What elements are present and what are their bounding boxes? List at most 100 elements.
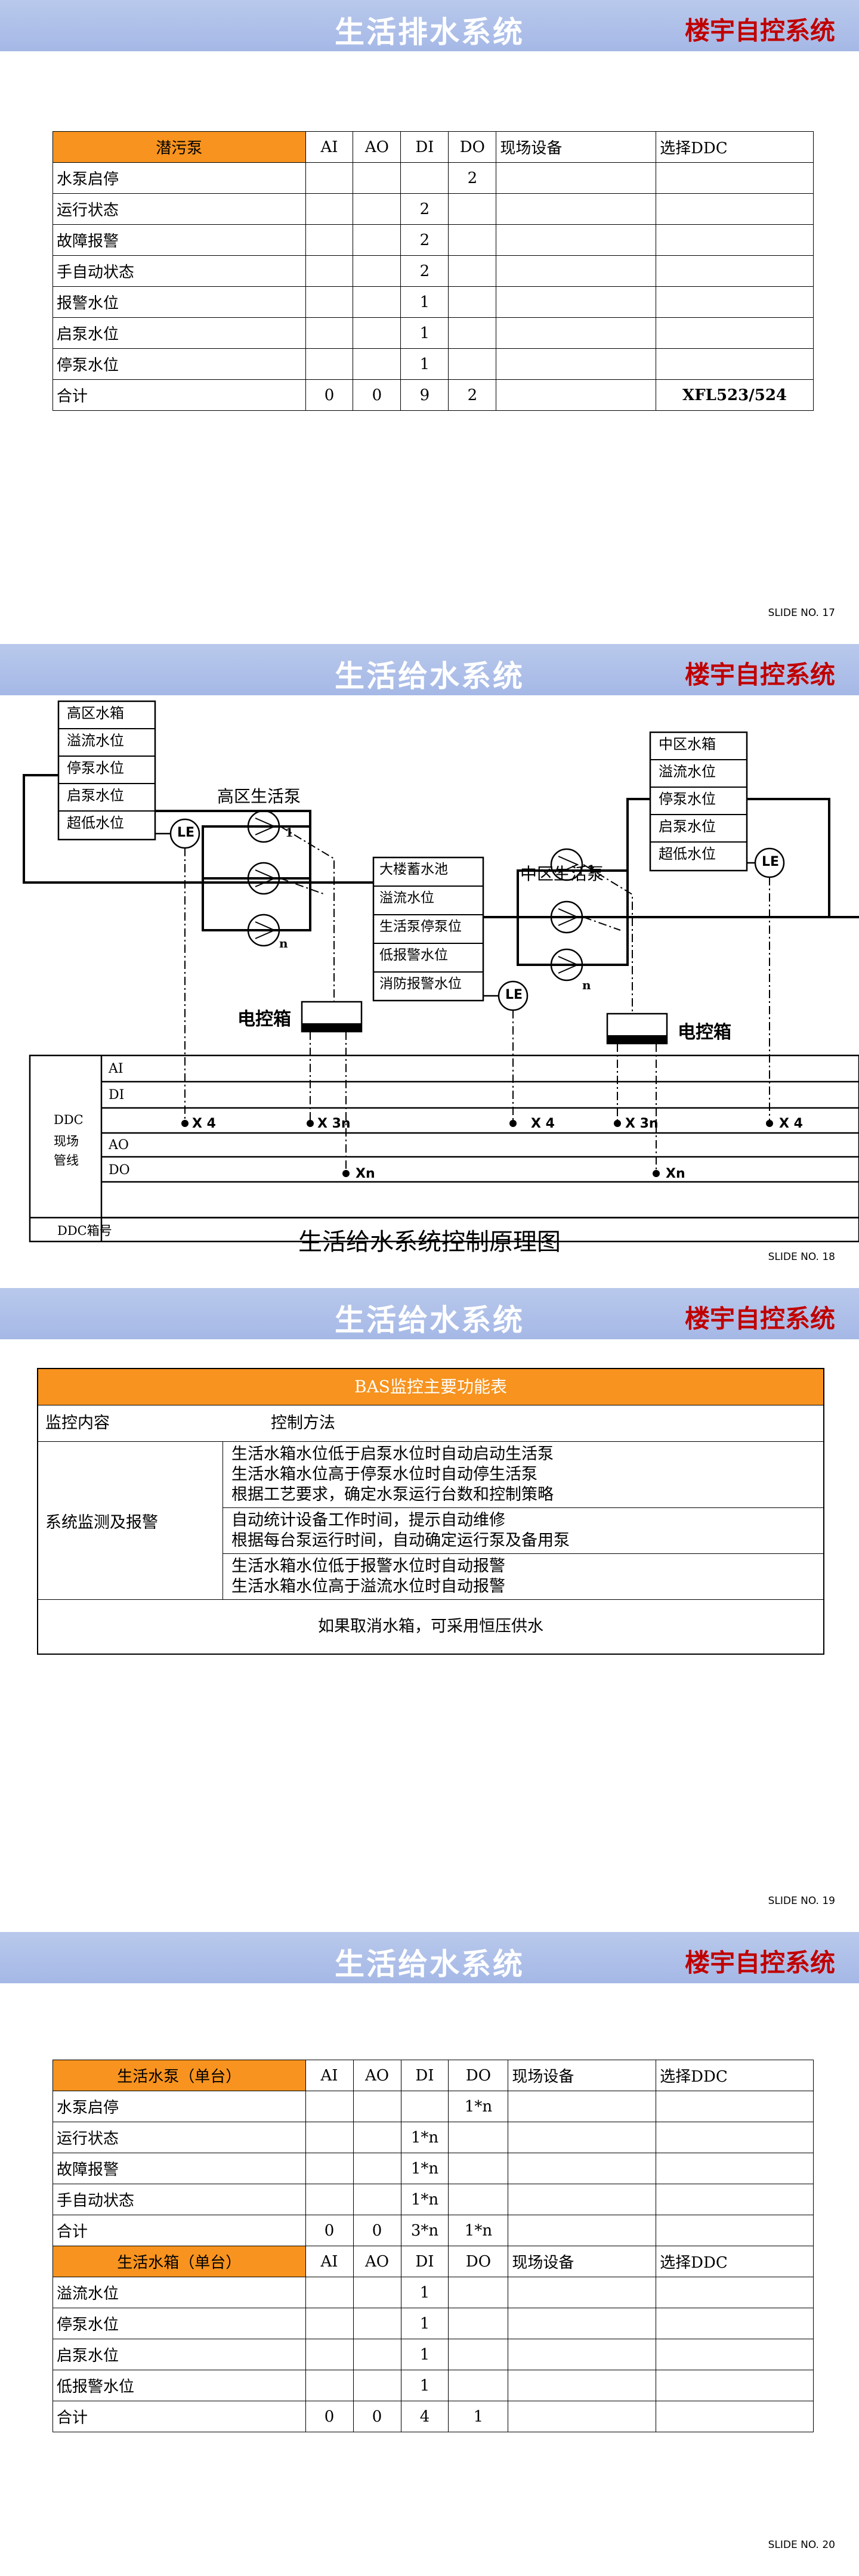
slide-number: SLIDE NO. 20 [768,2539,835,2551]
value-cell [656,286,814,318]
method-group: 自动统计设备工作时间，提示自动维修根据每台泵运行时间，自动确定运行泵及备用泵 [223,1507,823,1553]
col-control-method: 控制方法 [271,1414,335,1432]
le-sensor-label: LE [505,987,523,1002]
value-cell: 1 [400,348,449,380]
value-cell [448,348,497,380]
value-cell [353,255,401,287]
header-cell: DO [448,131,497,163]
brand-label: 楼宇自控系统 [684,16,835,45]
ddc-side-label: 现场 [54,1134,79,1148]
value-cell [353,2091,401,2122]
brand-label: 楼宇自控系统 [684,1948,835,1977]
row-label-cell: 故障报警 [52,224,306,256]
value-cell [353,162,401,194]
value-cell [448,224,497,256]
value-cell: 1 [400,286,449,318]
value-cell [305,317,354,349]
value-cell [656,2339,814,2370]
header-category-cell: 潜污泵 [52,131,306,163]
value-cell: 0 [353,2401,401,2432]
value-cell [305,286,354,318]
row-label-cell: 运行状态 [52,2122,306,2153]
row-label-cell: 运行状态 [52,193,306,225]
value-cell: 1*n [400,2184,449,2215]
table-title: BAS监控主要功能表 [38,1369,823,1405]
high-tank-level-label: 溢流水位 [67,732,124,749]
row-label-cell: 合计 [52,2401,306,2432]
value-cell [508,2277,657,2308]
mid-tank-level-label: 中区水箱 [659,736,716,753]
pool-level-label: 生活泵停泵位 [379,919,462,934]
bas-function-table: BAS监控主要功能表 监控内容 控制方法 系统监测及报警 生活水箱水位低于启泵水… [37,1368,824,1655]
method-line: 生活水箱水位高于停泵水位时自动停生活泵 [231,1465,537,1484]
value-cell [496,317,657,349]
slide-title: 生活给水系统 [335,1947,524,1981]
row-label-cell: 停泵水位 [52,2308,306,2339]
value-cell [496,286,657,318]
value-cell [656,2091,814,2122]
pool-level-label: 溢流水位 [379,890,434,906]
value-cell: 1*n [448,2215,509,2246]
value-cell: 1 [400,317,449,349]
ddc-row-label: AO [109,1138,129,1153]
header-cell: DO [448,2060,509,2091]
brand-label: 楼宇自控系统 [684,1304,835,1333]
mid-tank-level-label: 停泵水位 [659,791,716,807]
value-cell [448,317,497,349]
value-cell [448,2308,509,2339]
value-cell: 0 [305,379,354,411]
value-cell [508,2215,657,2246]
value-cell [305,2277,354,2308]
di-count-label: X 4 [192,1116,216,1131]
high-pump-label: 高区生活泵 [217,787,301,806]
method-line: 生活水箱水位低于启泵水位时自动启动生活泵 [231,1445,554,1463]
di-count-label: X 4 [531,1116,555,1131]
value-cell [305,2122,354,2153]
value-cell [353,2153,401,2184]
row-label-cell: 水泵启停 [52,2091,306,2122]
high-tank-level-label: 停泵水位 [67,760,124,776]
value-cell [508,2308,657,2339]
slide-header: 生活给水系统 楼宇自控系统 [0,1932,859,1983]
value-cell [305,193,354,225]
header-category-cell: 生活水泵（单台） [52,2060,306,2091]
row-label-cell: 低报警水位 [52,2370,306,2401]
value-cell [508,2339,657,2370]
row-label-cell: 启泵水位 [52,2339,306,2370]
row-label: 系统监测及报警 [38,1442,223,1599]
value-cell: 1 [400,2277,449,2308]
value-cell: 3*n [400,2215,449,2246]
value-cell [353,2339,401,2370]
value-cell [656,2370,814,2401]
do-count-label: Xn [666,1166,685,1181]
slide-18: 生活给水系统 楼宇自控系统 [0,644,859,1288]
value-cell: 1 [448,2401,509,2432]
value-cell [496,379,657,411]
header-cell: DI [400,2246,449,2277]
value-cell [508,2401,657,2432]
value-cell [448,2277,509,2308]
row-label-cell: 停泵水位 [52,348,306,380]
value-cell: 1*n [400,2122,449,2153]
ddc-row-label: AI [109,1061,123,1076]
header-cell: 选择DDC [656,2060,814,2091]
value-cell: 0 [353,2215,401,2246]
value-cell [305,2091,354,2122]
value-cell [305,224,354,256]
table-footer: 如果取消水箱，可采用恒压供水 [38,1599,823,1654]
slide-header: 生活给水系统 楼宇自控系统 [0,1288,859,1339]
value-cell: 0 [305,2401,354,2432]
slide-19: 生活给水系统 楼宇自控系统 BAS监控主要功能表 监控内容 控制方法 系统监测及… [0,1288,859,1932]
value-cell [496,348,657,380]
row-label-cell: 启泵水位 [52,317,306,349]
value-cell: 0 [353,379,401,411]
header-cell: AO [353,131,401,163]
value-cell [496,162,657,194]
